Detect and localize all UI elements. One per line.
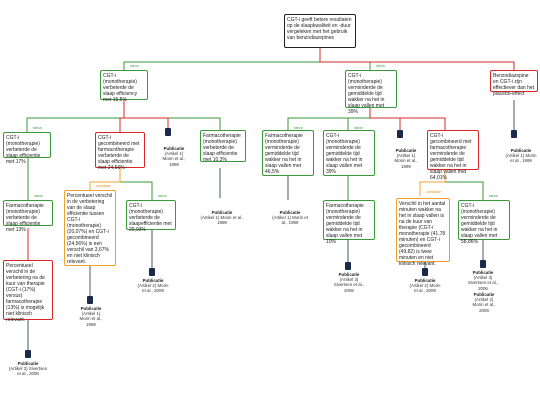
publication-p11[interactable]: Publicatie(Artikel 3) Sivertsen et al., … (467, 270, 499, 291)
publication-icon[interactable] (149, 268, 155, 276)
node-c-text: Benzodiazepine en CGT-i zijn effectiever… (493, 73, 535, 97)
publication-icon[interactable] (25, 350, 31, 358)
node-j-text: Farmacotherapie (monotherapie) verbeterd… (6, 203, 44, 233)
publication-icon[interactable] (87, 296, 93, 304)
node-o[interactable]: CGT-i (monotherapie) verminderde de gemi… (458, 200, 510, 245)
publication-icon[interactable] (345, 262, 351, 270)
publication-p12[interactable]: Publicatie(Artikel 2) Morin et al., 2009 (472, 292, 496, 313)
publication-p1[interactable]: Publicatie(Artikel 1) Morin et al., 1999 (162, 146, 186, 167)
publication-icon[interactable] (165, 128, 171, 136)
node-j[interactable]: Farmacotherapie (monotherapie) verbeterd… (3, 200, 53, 233)
node-p-text: Percentueel verschil in de verbetering n… (6, 263, 45, 323)
publication-p7[interactable]: Publicatie(Artikel 1) Morin et al., 1999 (79, 306, 103, 327)
node-h-text: CGT-i (monotherapie) verminderde de gemi… (326, 133, 363, 175)
publication-p4[interactable]: Publicatie(Artikel 1) Morin et al., 1999 (200, 210, 244, 226)
node-f-text: Farmacotherapie (monotherapie) verbeterd… (203, 133, 241, 163)
publication-p2[interactable]: Publicatie(Artikel 1) Morin et al., 1999 (394, 148, 418, 169)
main-claim-box[interactable]: CGT-i geeft betere resultaten op de slaa… (284, 14, 356, 48)
publication-p3[interactable]: Publicatie(Artikel 1) Morin et al., 1999 (505, 148, 537, 164)
tag-steun: steun (130, 64, 139, 68)
tag-steun: steun (489, 194, 498, 198)
publication-icon[interactable] (480, 260, 486, 268)
node-p[interactable]: Percentueel verschil in de verbetering n… (3, 260, 53, 323)
node-i[interactable]: CGT-i gecombineerd met farmacotherapie v… (427, 130, 479, 181)
node-d-text: CGT-i (monotherapie) verbeterde de slaap… (6, 135, 41, 165)
node-b-text: CGT-i (monotherapie) verminderde de gemi… (348, 73, 385, 115)
node-h[interactable]: CGT-i (monotherapie) verminderde de gemi… (323, 130, 375, 176)
tag-steun: steun (33, 126, 42, 130)
node-f[interactable]: Farmacotherapie (monotherapie) verbeterd… (200, 130, 246, 163)
publication-p9[interactable]: Publicatie(Artikel 3) Sivertsen et al., … (333, 272, 365, 293)
node-c[interactable]: Benzodiazepine en CGT-i zijn effectiever… (490, 70, 538, 97)
publication-icon[interactable] (397, 130, 403, 138)
node-k[interactable]: Percentueel verschil in de verbetering v… (64, 190, 116, 266)
node-a-text: CGT-i (monotherapie) verbeterde de slaap… (103, 73, 138, 103)
node-l[interactable]: CGT-i (monotherapie) verbeterde de slaap… (126, 200, 176, 233)
publication-p6[interactable]: Publicatie(Artikel 2) Morin et al., 2009 (137, 278, 169, 294)
node-a[interactable]: CGT-i (monotherapie) verbeterde de slaap… (100, 70, 148, 103)
node-i-text: CGT-i gecombineerd met farmacotherapie v… (430, 133, 472, 181)
node-m[interactable]: Farmacotherapie (monotherapie) verminder… (323, 200, 375, 245)
publication-p5[interactable]: Publicatie(Artikel 1) Morin et al., 1999 (272, 210, 308, 226)
tag-steun: steun (294, 126, 303, 130)
tag-steun: steun (354, 126, 363, 130)
publication-p8[interactable]: Publicatie(Artikel 3) Sivertsen et al., … (8, 361, 48, 377)
node-e-text: CGT-i gecombineerd met farmacotherapie v… (98, 135, 140, 171)
node-d[interactable]: CGT-i (monotherapie) verbeterde de slaap… (3, 132, 51, 165)
tag-steun: steun (34, 194, 43, 198)
node-n-text: Verschil in het aantal minuten wakker na… (399, 201, 446, 267)
node-b[interactable]: CGT-i (monotherapie) verminderde de gemi… (345, 70, 397, 115)
tag-steun: steun (158, 194, 167, 198)
node-l-text: CGT-i (monotherapie) verbeterde de slaap… (129, 203, 172, 233)
publication-icon[interactable] (422, 268, 428, 276)
tag-conclusie: conclusie (96, 184, 111, 188)
main-claim-text: CGT-i geeft betere resultaten op de slaa… (287, 17, 352, 41)
tag-conclusie: conclusie (426, 190, 441, 194)
node-e[interactable]: CGT-i gecombineerd met farmacotherapie v… (95, 132, 145, 171)
publication-p10[interactable]: Publicatie(Artikel 2) Morin et al., 2009 (409, 278, 441, 294)
node-n[interactable]: Verschil in het aantal minuten wakker na… (396, 198, 450, 267)
node-g[interactable]: Farmacotherapie (monotherapie) verminder… (262, 130, 314, 176)
node-k-text: Percentueel verschil in de verbetering v… (67, 193, 113, 265)
publication-icon[interactable] (511, 130, 517, 138)
tag-steun: steun (376, 64, 385, 68)
node-g-text: Farmacotherapie (monotherapie) verminder… (265, 133, 303, 175)
node-m-text: Farmacotherapie (monotherapie) verminder… (326, 203, 364, 245)
node-o-text: CGT-i (monotherapie) verminderde de gemi… (461, 203, 498, 245)
